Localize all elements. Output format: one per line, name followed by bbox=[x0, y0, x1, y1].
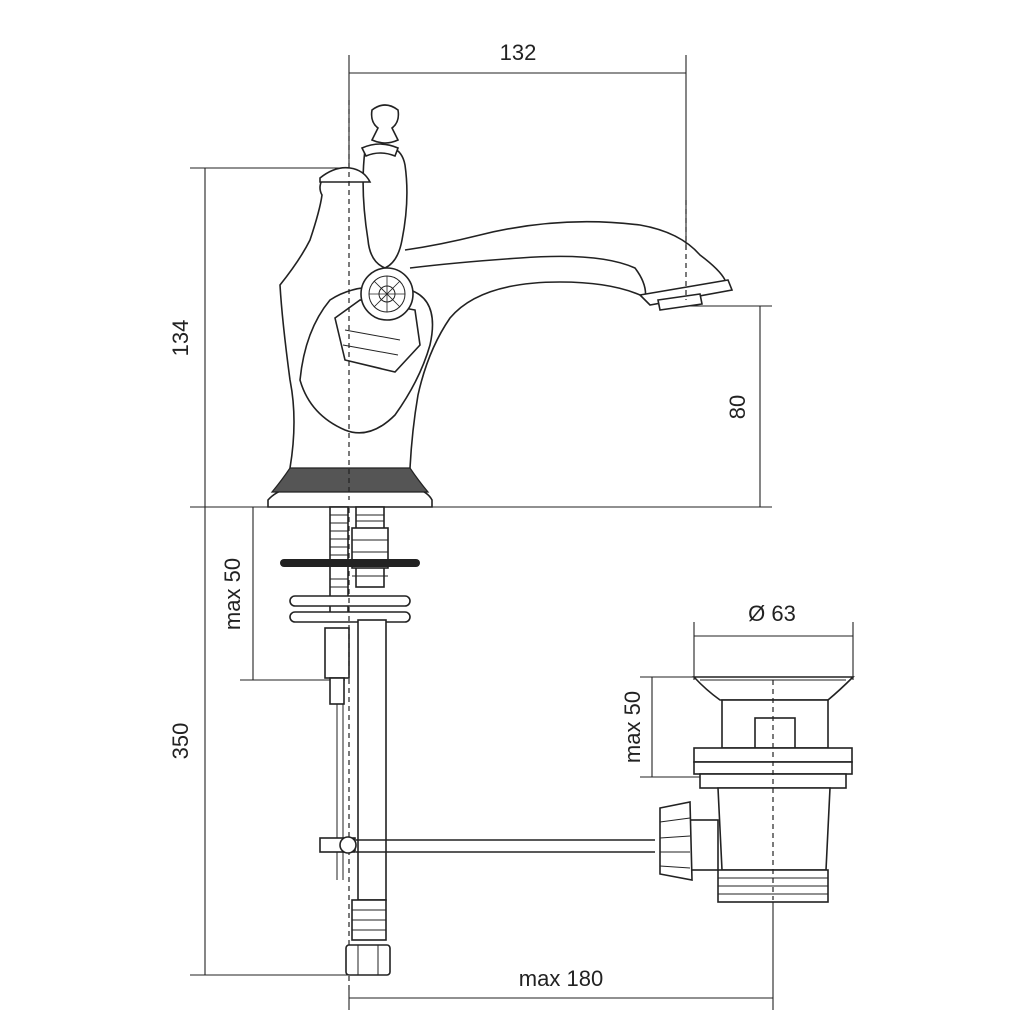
label-mount-thickness: max 50 bbox=[220, 558, 245, 630]
label-waste-thickness: max 50 bbox=[620, 691, 645, 763]
label-waste-diameter: Ø 63 bbox=[748, 601, 796, 626]
label-tap-height: 134 bbox=[168, 320, 193, 357]
dimension-lines bbox=[190, 55, 854, 1010]
label-rod-reach: max 180 bbox=[519, 966, 603, 991]
tap-body bbox=[267, 100, 734, 508]
popup-waste bbox=[659, 676, 855, 903]
label-spout-reach: 132 bbox=[500, 40, 537, 65]
dimension-labels: 132 134 80 max 50 350 Ø 63 max 50 max 18… bbox=[168, 40, 796, 991]
label-spout-height: 80 bbox=[725, 395, 750, 419]
mounting-assembly bbox=[280, 506, 655, 990]
label-connection-length: 350 bbox=[168, 723, 193, 760]
